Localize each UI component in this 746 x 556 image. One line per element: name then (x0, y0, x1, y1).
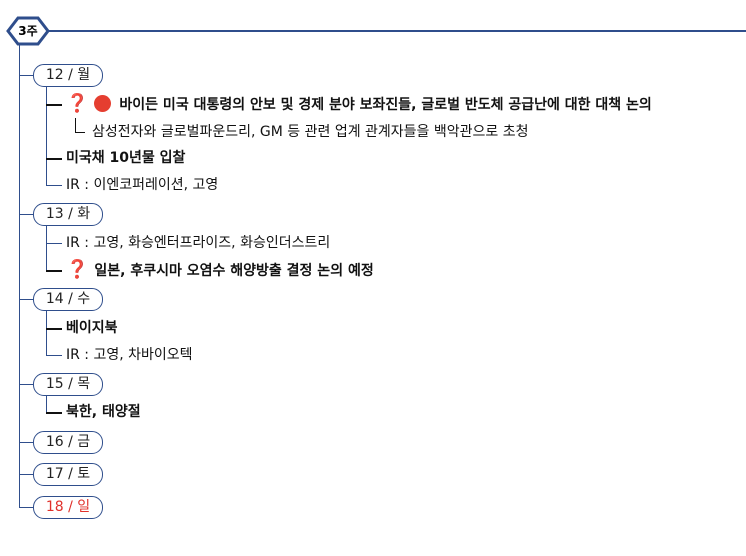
day-pill-tue[interactable]: 13 / 화 (33, 203, 103, 226)
day-pill-thu[interactable]: 15 / 목 (33, 373, 103, 396)
trunk-branch-thu (19, 384, 33, 385)
thu-item-holiday: 북한, 태양절 (66, 404, 141, 420)
mon-item-biden: ❓ 바이든 미국 대통령의 안보 및 경제 분야 보좌진들, 글로벌 반도체 공급… (66, 94, 652, 114)
tue-item-ir: IR : 고영, 화승엔터프라이즈, 화승인더스트리 (66, 235, 331, 251)
day-pill-wed[interactable]: 14 / 수 (33, 288, 103, 311)
mon-item-ir: IR : 이엔코퍼레이션, 고영 (66, 177, 219, 193)
mon-item-connector (46, 158, 62, 160)
mon-sub-line (75, 118, 76, 132)
wed-item-connector (46, 355, 62, 356)
trunk-branch-sun (19, 507, 33, 508)
trunk-branch-mon (19, 75, 33, 76)
thu-item-connector (46, 412, 62, 414)
trunk-branch-sat (19, 474, 33, 475)
wed-item-connector (46, 328, 62, 330)
week-header-line (46, 30, 746, 32)
trunk-branch-fri (19, 442, 33, 443)
mon-item-connector (46, 104, 62, 106)
day-pill-sat[interactable]: 17 / 토 (33, 463, 103, 486)
thu-branch-line (46, 396, 47, 413)
trunk-branch-tue (19, 214, 33, 215)
hexagon-badge-shape (6, 16, 50, 46)
week-label: 3주 (18, 24, 38, 38)
week-badge: 3주 (6, 15, 50, 47)
mon-item-connector (46, 185, 62, 186)
mon-item-biden-text: 바이든 미국 대통령의 안보 및 경제 분야 보좌진들, 글로벌 반도체 공급난… (119, 97, 652, 113)
tue-item-japan: ❓ 일본, 후쿠시마 오염수 해양방출 결정 논의 예정 (66, 260, 374, 280)
question-icon: ❓ (66, 259, 89, 280)
main-trunk-line (19, 44, 20, 508)
mon-item-biden-sub: 삼성전자와 글로벌파운드리, GM 등 관련 업계 관계자들을 백악관으로 초청 (92, 124, 529, 140)
tue-item-connector (46, 270, 62, 272)
wed-item-beige: 베이지북 (66, 320, 118, 336)
question-icon: ❓ (66, 93, 89, 114)
day-pill-mon[interactable]: 12 / 월 (33, 64, 103, 87)
tue-branch-line (46, 226, 47, 270)
mon-item-treasury: 미국채 10년물 입찰 (66, 150, 186, 166)
wed-item-ir: IR : 고영, 차바이오텍 (66, 347, 193, 363)
trunk-branch-wed (19, 299, 33, 300)
mon-sub-connector (75, 132, 85, 133)
day-pill-sun[interactable]: 18 / 일 (33, 496, 103, 519)
mon-branch-line (46, 87, 47, 185)
day-pill-fri[interactable]: 16 / 금 (33, 431, 103, 454)
tue-item-connector (46, 243, 62, 244)
red-dot-icon (94, 95, 112, 112)
tue-item-japan-text: 일본, 후쿠시마 오염수 해양방출 결정 논의 예정 (94, 263, 374, 279)
wed-branch-line (46, 311, 47, 355)
